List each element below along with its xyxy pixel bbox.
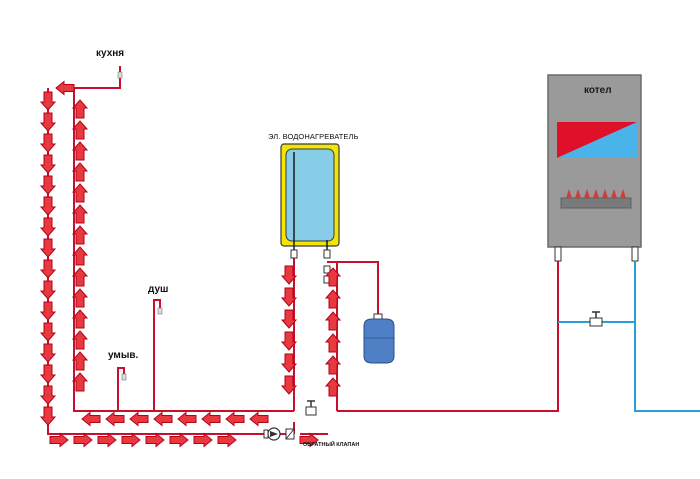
flow-arrow [40,154,56,174]
ball-valve-icon [305,400,317,416]
flow-arrow [40,91,56,111]
flow-arrow [217,433,237,447]
kitchen-label: кухня [96,48,125,59]
flow-arrow [72,351,88,371]
shower-label: душ [148,284,169,295]
flow-arrow [72,204,88,224]
flow-arrow [40,385,56,405]
flow-arrow [72,372,88,392]
flow-arrow [40,259,56,279]
flow-arrow [97,433,117,447]
flow-arrow [72,183,88,203]
flow-arrow [40,112,56,132]
flow-arrow [81,412,101,426]
flow-arrow [73,433,93,447]
flow-arrow [49,433,69,447]
flow-arrow [72,99,88,119]
flow-arrow [201,412,221,426]
check-valve-label: ОБРАТНЫЙ КЛАПАН [303,442,360,448]
expansion-tank-icon [363,313,395,364]
flow-arrow [40,196,56,216]
flow-arrow [40,364,56,384]
flow-arrow [153,412,173,426]
flow-arrow [72,225,88,245]
flow-arrow [40,322,56,342]
flow-arrow [40,406,56,426]
flow-arrow [40,175,56,195]
flow-arrow [129,412,149,426]
cold-water-pipes [558,261,700,412]
flow-arrow [40,301,56,321]
check-valve-icon [285,428,295,440]
flow-arrow [72,309,88,329]
flow-arrow [145,433,165,447]
flow-arrow [72,246,88,266]
flow-arrow [72,141,88,161]
flow-arrow [105,412,125,426]
boiler-cold-exchanger [557,122,637,158]
flow-arrow [40,238,56,258]
flow-arrow [169,433,189,447]
water-heater-label: ЭЛ. ВОДОНАГРЕВАТЕЛЬ [268,132,359,141]
flow-arrow [193,433,213,447]
boiler-burner [560,197,632,209]
water-heater [280,143,340,284]
circulation-pump-icon [263,427,281,441]
boiler [547,74,642,262]
flow-arrow [177,412,197,426]
boiler-label: котел [584,85,612,96]
flow-arrow [249,412,269,426]
flow-arrow [72,162,88,182]
flow-arrow [225,412,245,426]
flow-arrow [40,217,56,237]
flow-arrow [121,433,141,447]
faucet-icon [117,71,163,381]
burner-flames [566,189,626,198]
flow-arrow [40,343,56,363]
washbasin-label: умыв. [108,350,139,361]
flow-arrow [72,120,88,140]
flow-arrow [72,267,88,287]
flow-arrow [72,330,88,350]
flow-arrow [40,280,56,300]
cold-ball-valve-icon [589,311,603,327]
flow-arrow [72,288,88,308]
flow-arrow [40,133,56,153]
